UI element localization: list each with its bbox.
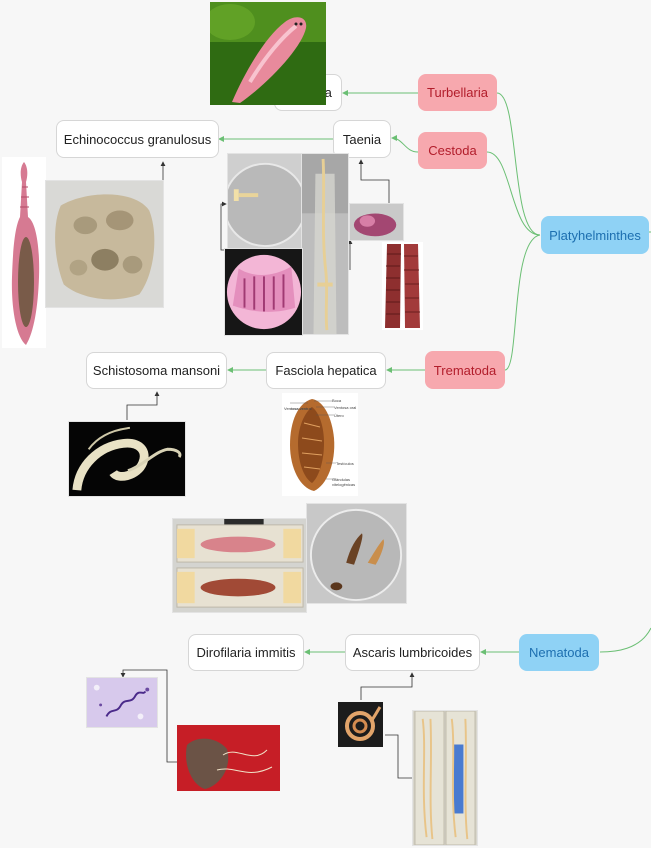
echinococcus-cyst-photo	[45, 180, 164, 308]
fasciola-label-ventosa-oral: Ventosa oral	[334, 405, 357, 410]
link-phylum-turbellaria	[496, 92, 541, 236]
link-phylum-trematoda	[504, 234, 541, 371]
fasciola-label-boca: Boca	[332, 398, 342, 403]
fasciola-label-glandulas: Glândulas vitelogênicas	[332, 477, 356, 487]
link-photo-ascaris-2	[385, 734, 412, 779]
taenia-tube-photo	[301, 153, 349, 335]
fasciola-diagram-photo: Boca Ventosa oral Útero Ventosa ventral …	[282, 393, 358, 496]
fasciola-label-utero: Útero	[334, 413, 344, 418]
node-cestoda[interactable]: Cestoda	[418, 132, 487, 169]
link-cestoda-taenia	[391, 135, 419, 153]
dirofilaria-micro-photo	[86, 677, 158, 728]
fasciola-dish-photo	[306, 503, 407, 604]
node-trematoda[interactable]: Trematoda	[425, 351, 505, 389]
dirofilaria-heart-photo	[177, 725, 280, 791]
node-platyhelminthes[interactable]: Platyhelminthes	[541, 216, 649, 254]
taenia-scolex-photo	[349, 203, 404, 241]
node-fasciola[interactable]: Fasciola hepatica	[266, 352, 386, 389]
link-photo-ascaris	[360, 672, 415, 700]
node-turbellaria[interactable]: Turbellaria	[418, 74, 497, 111]
link-photo-dirofilaria	[120, 669, 177, 763]
ascaris-jar-photo	[412, 710, 478, 846]
link-phylum-cestoda	[486, 151, 541, 236]
node-taenia[interactable]: Taenia	[333, 120, 391, 158]
schistosoma-photo	[68, 421, 186, 497]
node-echinococcus[interactable]: Echinococcus granulosus	[56, 120, 219, 158]
fasciola-label-ventosa-ventral: Ventosa ventral	[284, 406, 312, 411]
ascaris-coiled-photo	[338, 702, 383, 747]
node-schistosoma[interactable]: Schistosoma mansoni	[86, 352, 227, 389]
fasciola-slides-photo	[172, 518, 307, 613]
fasciola-label-testiculos: Testículos	[336, 461, 354, 466]
link-photo-taenia	[358, 159, 390, 205]
taenia-strip-photo	[382, 242, 423, 330]
taenia-micro-photo	[224, 248, 303, 336]
node-nematoda[interactable]: Nematoda	[519, 634, 599, 671]
node-dirofilaria[interactable]: Dirofilaria immitis	[188, 634, 304, 671]
link-phylum-nematoda	[599, 627, 651, 653]
taenia-proglottid-photo	[2, 157, 46, 348]
taenia-dish-photo	[227, 153, 302, 249]
link-photo-schistosoma	[126, 391, 160, 420]
node-ascaris[interactable]: Ascaris lumbricoides	[345, 634, 480, 671]
planaria-photo	[210, 2, 326, 105]
